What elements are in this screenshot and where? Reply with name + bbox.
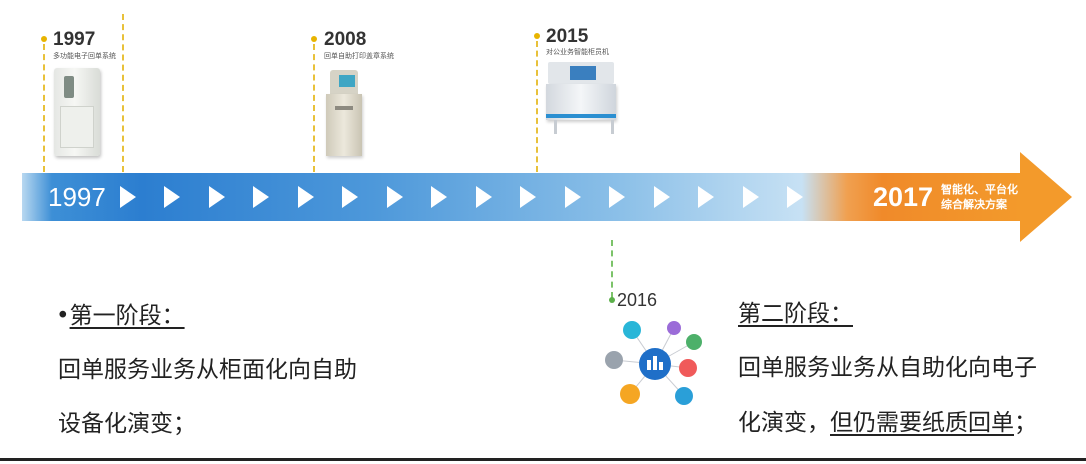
timeline-arrowhead xyxy=(1020,152,1072,242)
milestone-1997-dot xyxy=(41,36,47,42)
milestone-1997-desc: 多功能电子回单系统 xyxy=(53,52,116,60)
chevron-right-icon xyxy=(565,186,581,208)
bottom-rule xyxy=(0,458,1086,461)
chevron-right-icon xyxy=(342,186,358,208)
chevron-right-icon xyxy=(654,186,670,208)
milestone-2015-dot xyxy=(534,33,540,39)
stage2-line2-end: ； xyxy=(1014,410,1037,436)
milestone-2008-year: 2008 xyxy=(324,29,367,50)
timeline-end-note-line1: 智能化、平台化 xyxy=(941,183,1018,196)
milestone-1997-year: 1997 xyxy=(53,29,96,50)
chevron-right-icon xyxy=(520,186,536,208)
chevron-right-icon xyxy=(609,186,625,208)
stage2-line2-plain: 化演变， xyxy=(738,410,830,436)
stage2-line1: 回单服务业务从自助化向电子 xyxy=(738,355,1037,381)
milestone-2016-guide xyxy=(611,240,613,298)
chevron-right-icon xyxy=(209,186,225,208)
stage1-heading: •第一阶段： xyxy=(56,305,185,328)
milestone-2015-year: 2015 xyxy=(546,26,589,47)
milestone-2016-dot xyxy=(609,297,615,303)
milestone-2008-guide xyxy=(313,44,315,172)
stage1-bullet: • xyxy=(56,303,70,329)
stage2-heading: 第二阶段： xyxy=(738,301,853,327)
stage2-line2-underlined: 但仍需要纸质回单 xyxy=(830,410,1014,436)
stage2-line2: 化演变，但仍需要纸质回单； xyxy=(738,412,1037,435)
chevron-right-icon xyxy=(387,186,403,208)
milestone-2016-year: 2016 xyxy=(617,290,658,310)
milestone-1997-guide-right xyxy=(122,14,124,172)
chevron-right-icon xyxy=(698,186,714,208)
milestone-1997-guide-left xyxy=(43,44,45,172)
milestone-2008-dot xyxy=(311,36,317,42)
timeline-start-year: 1997 xyxy=(48,182,106,212)
kiosk-machine-1997-icon xyxy=(54,68,100,156)
kiosk-machine-2008-icon xyxy=(326,70,362,156)
timeline-end-year: 2017 xyxy=(873,182,934,212)
chevron-right-icon xyxy=(787,186,803,208)
milestone-2015-guide xyxy=(536,41,538,172)
network-hub-diagram-icon xyxy=(605,321,702,405)
chevron-right-icon xyxy=(431,186,447,208)
chevron-right-icon xyxy=(743,186,759,208)
stage1-line2: 设备化演变； xyxy=(58,411,196,437)
counter-machine-2015-icon xyxy=(546,62,616,136)
milestone-2008-desc: 回单自助打印盖章系统 xyxy=(324,52,394,60)
timeline-end-note: 智能化、平台化 综合解决方案 xyxy=(941,182,1018,212)
stage1-heading-text: 第一阶段： xyxy=(69,303,185,329)
timeline-end-note-line2: 综合解决方案 xyxy=(941,198,1007,211)
chevron-right-icon xyxy=(164,186,180,208)
chevron-right-icon xyxy=(253,186,269,208)
stage1-line1: 回单服务业务从柜面化向自助 xyxy=(58,357,357,383)
chevron-right-icon xyxy=(120,186,136,208)
chevron-right-icon xyxy=(476,186,492,208)
chevron-right-icon xyxy=(298,186,314,208)
milestone-2015-desc: 对公业务智能柜员机 xyxy=(546,48,609,56)
